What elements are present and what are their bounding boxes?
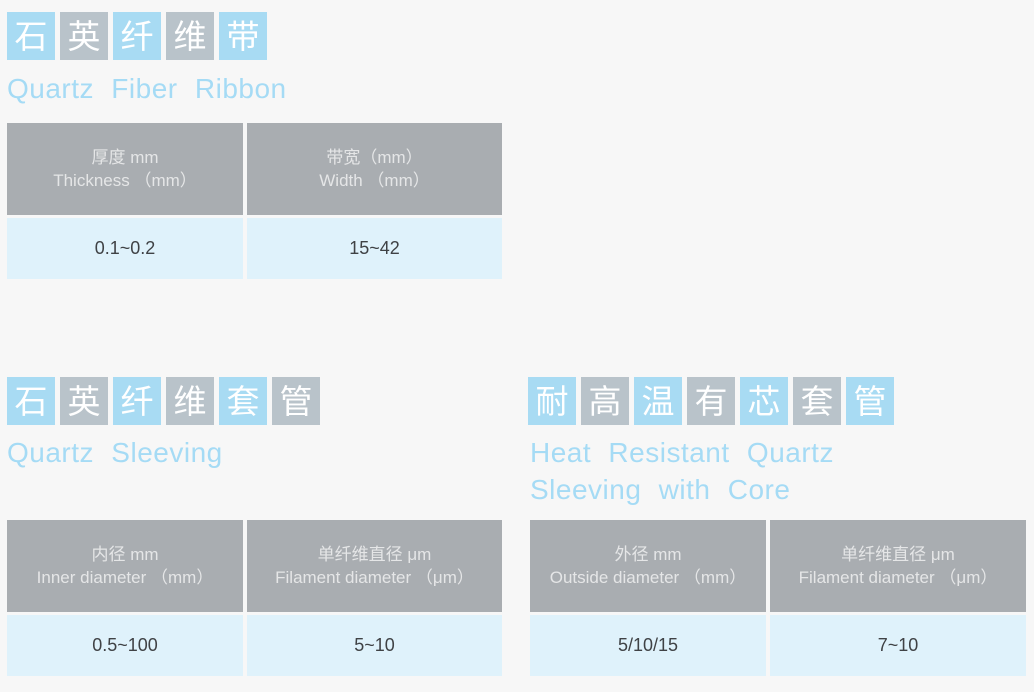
title-char-box: 维 — [166, 12, 214, 60]
section1-spec-table: 厚度 mm Thickness （mm） 带宽（mm） Width （mm） 0… — [7, 123, 502, 279]
title-char-box: 套 — [219, 377, 267, 425]
table-header-row: 外径 mm Outside diameter （mm） 单纤维直径 μm Fil… — [530, 520, 1026, 612]
title-char-box: 管 — [272, 377, 320, 425]
header-en: Inner diameter （mm） — [36, 568, 214, 587]
title-char-box: 维 — [166, 377, 214, 425]
section2-spec-table: 内径 mm Inner diameter （mm） 单纤维直径 μm Filam… — [7, 520, 502, 676]
section3-title-en-line2: Sleeving with Core — [530, 474, 791, 505]
table-data-row: 0.5~100 5~10 — [7, 615, 502, 676]
data-cell-outside-diameter-value: 5/10/15 — [530, 615, 766, 676]
header-cell-filament-diameter: 单纤维直径 μm Filament diameter （μm） — [247, 520, 502, 612]
header-en: Outside diameter （mm） — [549, 568, 747, 587]
header-cell-filament-diameter: 单纤维直径 μm Filament diameter （μm） — [770, 520, 1026, 612]
data-cell-width-value: 15~42 — [247, 218, 502, 279]
section1-title-zh: 石 英 纤 维 带 — [7, 12, 267, 60]
title-char-box: 芯 — [740, 377, 788, 425]
header-zh: 单纤维直径 μm — [841, 545, 955, 564]
header-cell-outside-diameter: 外径 mm Outside diameter （mm） — [530, 520, 766, 612]
title-char-box: 纤 — [113, 377, 161, 425]
table-header-row: 厚度 mm Thickness （mm） 带宽（mm） Width （mm） — [7, 123, 502, 215]
title-char-box: 高 — [581, 377, 629, 425]
title-char-box: 石 — [7, 12, 55, 60]
header-zh: 外径 mm — [614, 545, 682, 564]
header-en: Filament diameter （μm） — [798, 568, 998, 587]
header-en: Filament diameter （μm） — [275, 568, 474, 587]
section2-title-zh: 石 英 纤 维 套 管 — [7, 377, 320, 425]
section3-spec-table: 外径 mm Outside diameter （mm） 单纤维直径 μm Fil… — [530, 520, 1026, 676]
header-cell-thickness: 厚度 mm Thickness （mm） — [7, 123, 243, 215]
data-cell-thickness-value: 0.1~0.2 — [7, 218, 243, 279]
title-char-box: 带 — [219, 12, 267, 60]
data-cell-filament-diameter-value: 7~10 — [770, 615, 1026, 676]
data-cell-inner-diameter-value: 0.5~100 — [7, 615, 243, 676]
title-char-box: 温 — [634, 377, 682, 425]
title-char-box: 套 — [793, 377, 841, 425]
data-cell-filament-diameter-value: 5~10 — [247, 615, 502, 676]
title-char-box: 石 — [7, 377, 55, 425]
title-char-box: 有 — [687, 377, 735, 425]
header-en: Thickness （mm） — [53, 171, 197, 190]
table-header-row: 内径 mm Inner diameter （mm） 单纤维直径 μm Filam… — [7, 520, 502, 612]
table-data-row: 5/10/15 7~10 — [530, 615, 1026, 676]
header-zh: 内径 mm — [91, 545, 159, 564]
header-zh: 单纤维直径 μm — [317, 545, 432, 564]
section3-title-en-line1: Heat Resistant Quartz — [530, 437, 834, 468]
section1-title-en: Quartz Fiber Ribbon — [7, 73, 287, 104]
section3-title-zh: 耐 高 温 有 芯 套 管 — [528, 377, 894, 425]
table-data-row: 0.1~0.2 15~42 — [7, 218, 502, 279]
title-char-box: 耐 — [528, 377, 576, 425]
title-char-box: 英 — [60, 12, 108, 60]
header-cell-inner-diameter: 内径 mm Inner diameter （mm） — [7, 520, 243, 612]
header-cell-width: 带宽（mm） Width （mm） — [247, 123, 502, 215]
title-char-box: 管 — [846, 377, 894, 425]
title-char-box: 纤 — [113, 12, 161, 60]
header-zh: 厚度 mm — [91, 148, 159, 167]
header-zh: 带宽（mm） — [326, 148, 423, 167]
header-en: Width （mm） — [319, 171, 430, 190]
section2-title-en: Quartz Sleeving — [7, 437, 223, 468]
title-char-box: 英 — [60, 377, 108, 425]
